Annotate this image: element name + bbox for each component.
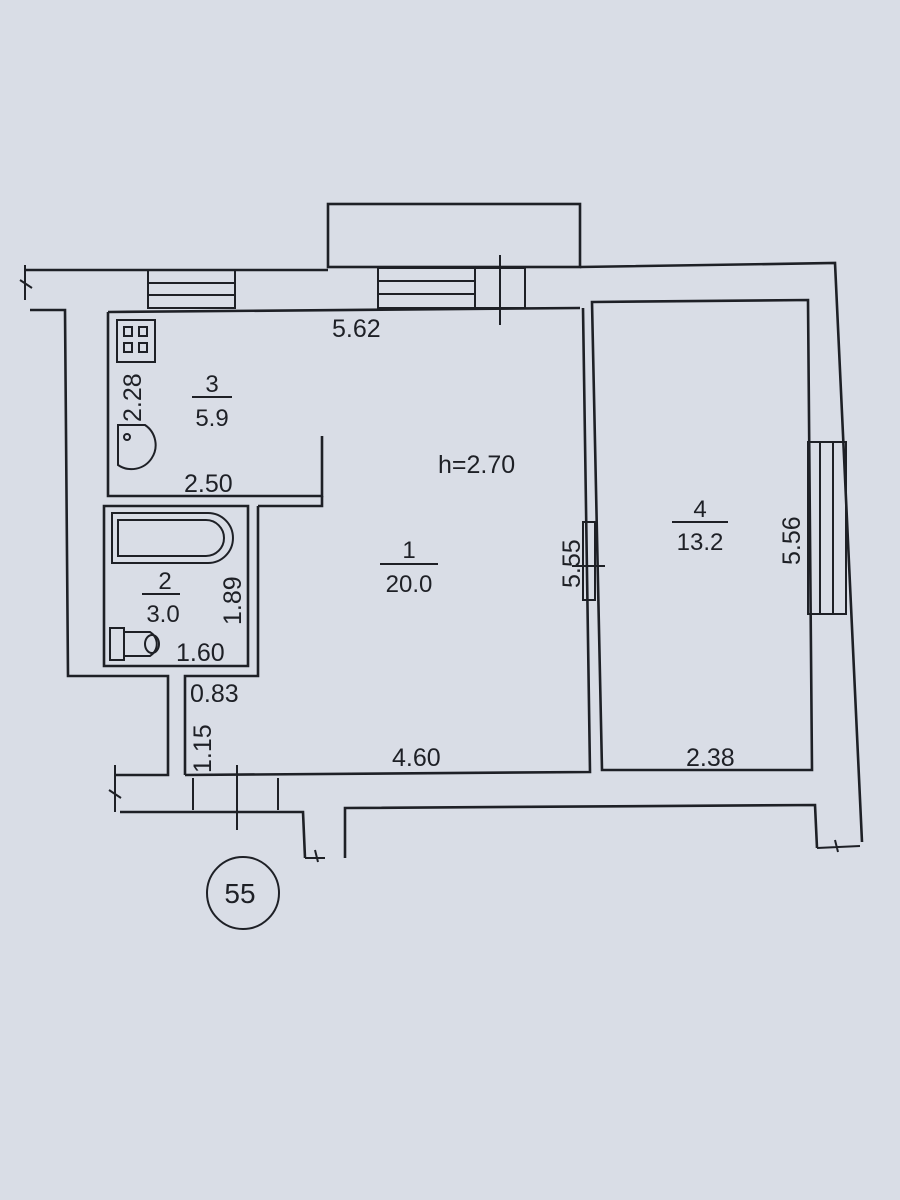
room-4-number: 4: [693, 496, 706, 523]
window-main-room: [377, 255, 526, 325]
kitchen-walls: [106, 306, 581, 498]
dim-kitchen-bottom: 2.50: [184, 470, 233, 498]
window-room-4: [807, 441, 847, 615]
room-4-walls: [572, 298, 814, 772]
dim-kitchen-side: 2.28: [119, 373, 147, 422]
dim-main-bottom: 4.60: [392, 744, 441, 772]
dim-bath-bottom: 1.60: [176, 639, 225, 667]
dim-bath-side: 1.89: [219, 576, 247, 625]
sheet-number: 55: [224, 878, 255, 909]
room-1-area: 20.0: [386, 571, 433, 598]
bathtub-icon: [111, 512, 234, 564]
room-4-area: 13.2: [677, 529, 724, 556]
toilet-icon: [109, 627, 160, 661]
balcony: [326, 202, 582, 269]
dim-hall-depth: 1.15: [189, 724, 217, 773]
room-3-number: 3: [205, 371, 218, 398]
room-3-area: 5.9: [195, 405, 228, 432]
dim-hall-width: 0.83: [190, 680, 239, 708]
sheet-number-circle: [206, 856, 280, 930]
window-kitchen: [147, 269, 236, 309]
bathroom-walls: [102, 496, 324, 775]
ceiling-height: h=2.70: [438, 451, 515, 479]
room-2-number: 2: [158, 568, 171, 595]
outer-walls: [19, 261, 864, 863]
room-2-area: 3.0: [146, 601, 179, 628]
dim-main-top: 5.62: [332, 315, 381, 343]
dim-room4-bottom: 2.38: [686, 744, 735, 772]
room-1-number: 1: [402, 537, 415, 564]
main-room-walls: [184, 307, 592, 830]
dim-room4-side: 5.56: [778, 516, 806, 565]
kitchen-sink-icon: [117, 424, 157, 471]
stove-icon: [116, 319, 156, 363]
dim-partition: 5.55: [558, 539, 586, 588]
